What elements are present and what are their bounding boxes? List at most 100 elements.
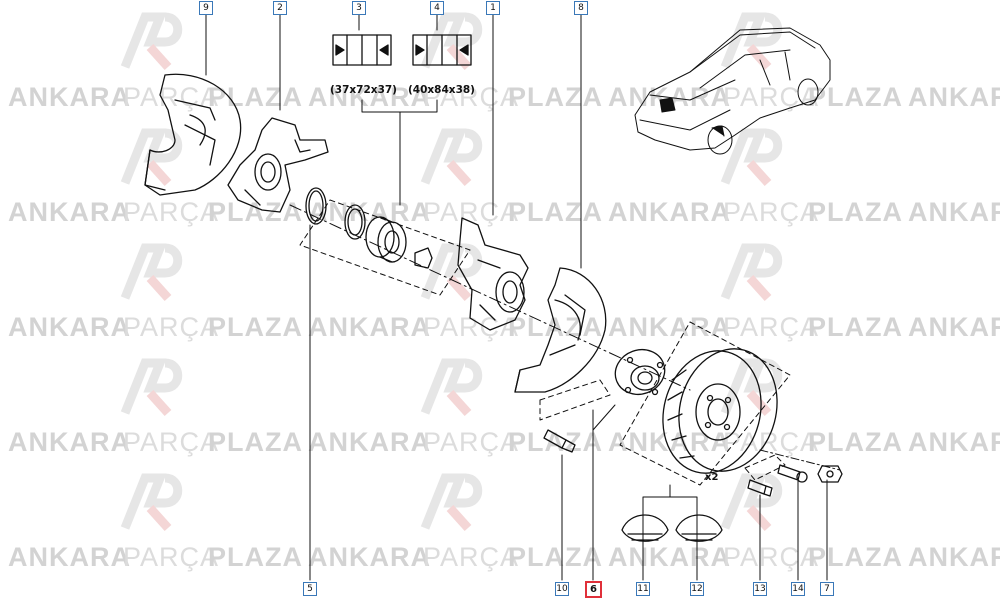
- watermark-word-plaza: PLAZA: [208, 542, 303, 572]
- watermark-logo: [120, 128, 183, 187]
- watermark-logo: [720, 128, 783, 187]
- quantity-note: x2: [705, 472, 719, 483]
- wheel-hub: [614, 348, 666, 396]
- watermark-word-ankara: ANKARA: [908, 542, 1000, 572]
- leader-lines: [205, 13, 828, 581]
- watermark-word-ankara: ANKARA: [908, 312, 1000, 342]
- ref-box-8[interactable]: 8: [574, 1, 588, 15]
- ref-box-2[interactable]: 2: [273, 1, 287, 15]
- watermark-word-plaza: PLAZA: [508, 312, 603, 342]
- watermark-word-plaza: PLAZA: [808, 427, 903, 457]
- watermark-word-ankara: ANKARA: [908, 197, 1000, 227]
- watermark-word-ankara: ANKARA: [308, 312, 431, 342]
- watermark-logo: [420, 473, 483, 532]
- watermark-logo: [420, 128, 483, 187]
- watermark-logo: [120, 243, 183, 302]
- watermark-word-ankara: ANKARA: [8, 542, 131, 572]
- bearing-4-dimensions: (40x84x38): [408, 84, 475, 96]
- ref-box-11[interactable]: 11: [636, 582, 650, 596]
- watermark-word-ankara: ANKARA: [608, 427, 731, 457]
- bolt-13: [747, 479, 773, 497]
- watermark-word-plaza: PLAZA: [508, 197, 603, 227]
- ref-box-13[interactable]: 13: [753, 582, 767, 596]
- watermark-word-ankara: ANKARA: [908, 82, 1000, 112]
- brake-pad-11: [621, 514, 669, 542]
- watermark-word-parca: PARÇA: [423, 82, 520, 112]
- watermark-logo: [720, 12, 783, 71]
- ref-box-9[interactable]: 9: [199, 1, 213, 15]
- watermark-logo: [720, 473, 783, 532]
- circlip: [305, 187, 327, 225]
- wheel-bearing: [344, 204, 433, 269]
- steering-knuckle-left: [227, 117, 329, 213]
- ref-box-10[interactable]: 10: [555, 582, 569, 596]
- bolt-10: [543, 429, 576, 453]
- ref-box-4[interactable]: 4: [430, 1, 444, 15]
- watermark-word-ankara: ANKARA: [8, 312, 131, 342]
- watermark-word-parca: PARÇA: [723, 197, 820, 227]
- watermark-word-plaza: PLAZA: [508, 427, 603, 457]
- watermark-word-parca: PARÇA: [723, 542, 820, 572]
- watermark-word-ankara: ANKARA: [8, 82, 131, 112]
- watermark-word-plaza: PLAZA: [208, 197, 303, 227]
- steering-knuckle-right: [457, 217, 529, 331]
- watermark-logo: [720, 243, 783, 302]
- car-illustration: [634, 27, 831, 155]
- watermark-logo: [120, 473, 183, 532]
- ref-box-5[interactable]: 5: [303, 582, 317, 596]
- assembly-axis: [289, 204, 691, 391]
- watermark-word-ankara: ANKARA: [608, 197, 731, 227]
- watermark-word-parca: PARÇA: [123, 312, 220, 342]
- watermark-word-plaza: PLAZA: [808, 312, 903, 342]
- bearing-icon-4: [412, 34, 472, 66]
- watermark-word-parca: PARÇA: [123, 82, 220, 112]
- bearing-3-dimensions: (37x72x37): [330, 84, 397, 96]
- ref-box-14[interactable]: 14: [791, 582, 805, 596]
- watermark-word-plaza: PLAZA: [208, 82, 303, 112]
- watermark-word-ankara: ANKARA: [8, 197, 131, 227]
- watermark-word-plaza: PLAZA: [508, 542, 603, 572]
- brake-disc: [662, 348, 778, 474]
- watermark-word-parca: PARÇA: [123, 542, 220, 572]
- watermark-word-parca: PARÇA: [723, 82, 820, 112]
- stud-14: [777, 464, 808, 483]
- watermark-word-ankara: ANKARA: [308, 82, 431, 112]
- watermark-word-parca: PARÇA: [423, 542, 520, 572]
- watermark-word-parca: PARÇA: [123, 427, 220, 457]
- watermark-word-plaza: PLAZA: [808, 197, 903, 227]
- nut-7: [817, 465, 843, 483]
- watermark-word-plaza: PLAZA: [808, 542, 903, 572]
- watermark-logo: [120, 358, 183, 417]
- watermark-word-parca: PARÇA: [423, 427, 520, 457]
- brake-pad-12: [675, 514, 723, 542]
- splash-shield-left: [144, 73, 242, 196]
- dashed-group-boxes: [299, 199, 791, 486]
- watermark-logo: [420, 358, 483, 417]
- watermark-word-plaza: PLAZA: [508, 82, 603, 112]
- watermark-word-ankara: ANKARA: [308, 427, 431, 457]
- watermark-word-ankara: ANKARA: [8, 427, 131, 457]
- ref-box-3[interactable]: 3: [352, 1, 366, 15]
- watermark-word-ankara: ANKARA: [308, 542, 431, 572]
- watermark-word-parca: PARÇA: [723, 312, 820, 342]
- ref-box-12[interactable]: 12: [690, 582, 704, 596]
- watermark-word-ankara: ANKARA: [608, 312, 731, 342]
- watermark-word-parca: PARÇA: [123, 197, 220, 227]
- bearing-icon-3: [332, 34, 392, 66]
- watermark-word-ankara: ANKARA: [308, 197, 431, 227]
- watermark-word-plaza: PLAZA: [208, 427, 303, 457]
- watermark-word-ankara: ANKARA: [608, 542, 731, 572]
- watermark-word-plaza: PLAZA: [808, 82, 903, 112]
- ref-box-1[interactable]: 1: [486, 1, 500, 15]
- ref-box-7[interactable]: 7: [820, 582, 834, 596]
- watermark-word-plaza: PLAZA: [208, 312, 303, 342]
- ref-box-6-selected[interactable]: 6: [585, 581, 602, 598]
- watermark-logo: [120, 12, 183, 71]
